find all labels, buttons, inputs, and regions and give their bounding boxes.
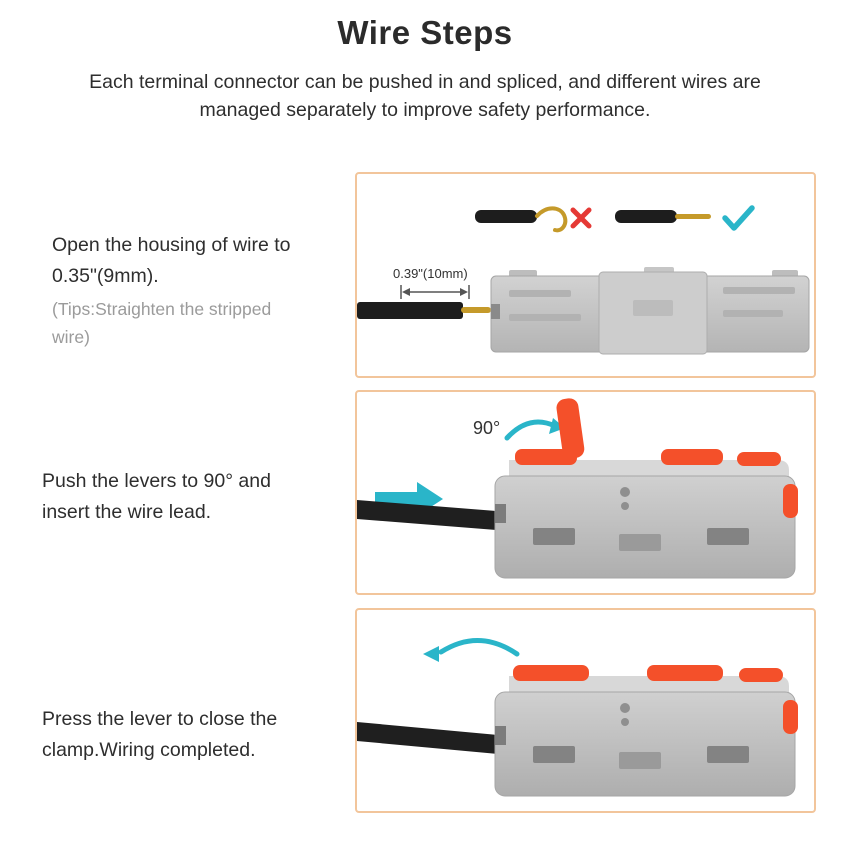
step2-text-block: Push the levers to 90° and insert the wi…: [42, 466, 308, 528]
wrong-x-icon: [570, 207, 592, 229]
angle-label: 90°: [473, 418, 500, 438]
step1-illustration: 0.39"(10mm): [357, 205, 810, 355]
step1-tip: (Tips:Straighten the stripped wire): [52, 299, 272, 347]
wire: [357, 722, 509, 755]
correct-check-icon: [722, 205, 755, 231]
step3-instruction: Press the lever to close the clamp.Wirin…: [42, 708, 278, 762]
step2-illustration: 90°: [357, 398, 798, 579]
lever-closed: [513, 665, 783, 682]
close-arrow-icon: [423, 638, 520, 662]
step3-text-block: Press the lever to close the clamp.Wirin…: [42, 704, 334, 766]
stripped-wire: [357, 302, 491, 319]
step3-illustration: [357, 638, 798, 797]
step2-instruction: Push the levers to 90° and insert the wi…: [42, 470, 271, 524]
page-title: Wire Steps: [337, 14, 513, 51]
dimension-label: 0.39"(10mm): [393, 266, 468, 281]
wire: [357, 500, 509, 531]
step1-panel: 0.39"(10mm): [355, 172, 816, 378]
lever-flat: [515, 449, 781, 466]
straight-wire-example: [615, 210, 711, 223]
lever-side: [783, 700, 798, 734]
connector-body: [494, 665, 798, 797]
page-subtitle: Each terminal connector can be pushed in…: [89, 71, 761, 122]
lever-side: [783, 484, 798, 518]
step1-instruction: Open the housing of wire to 0.35"(9mm).: [52, 234, 291, 288]
step2-panel: 90°: [355, 390, 816, 595]
bent-wire-example: [475, 206, 568, 233]
step3-panel: [355, 608, 816, 813]
lever-raised: [556, 398, 585, 459]
connector-body: [490, 267, 810, 355]
connector-body: [494, 398, 798, 579]
dimension-arrows: [400, 285, 470, 299]
step1-text-block: Open the housing of wire to 0.35"(9mm). …: [52, 230, 332, 351]
rotate-arrow-icon: [504, 418, 565, 441]
